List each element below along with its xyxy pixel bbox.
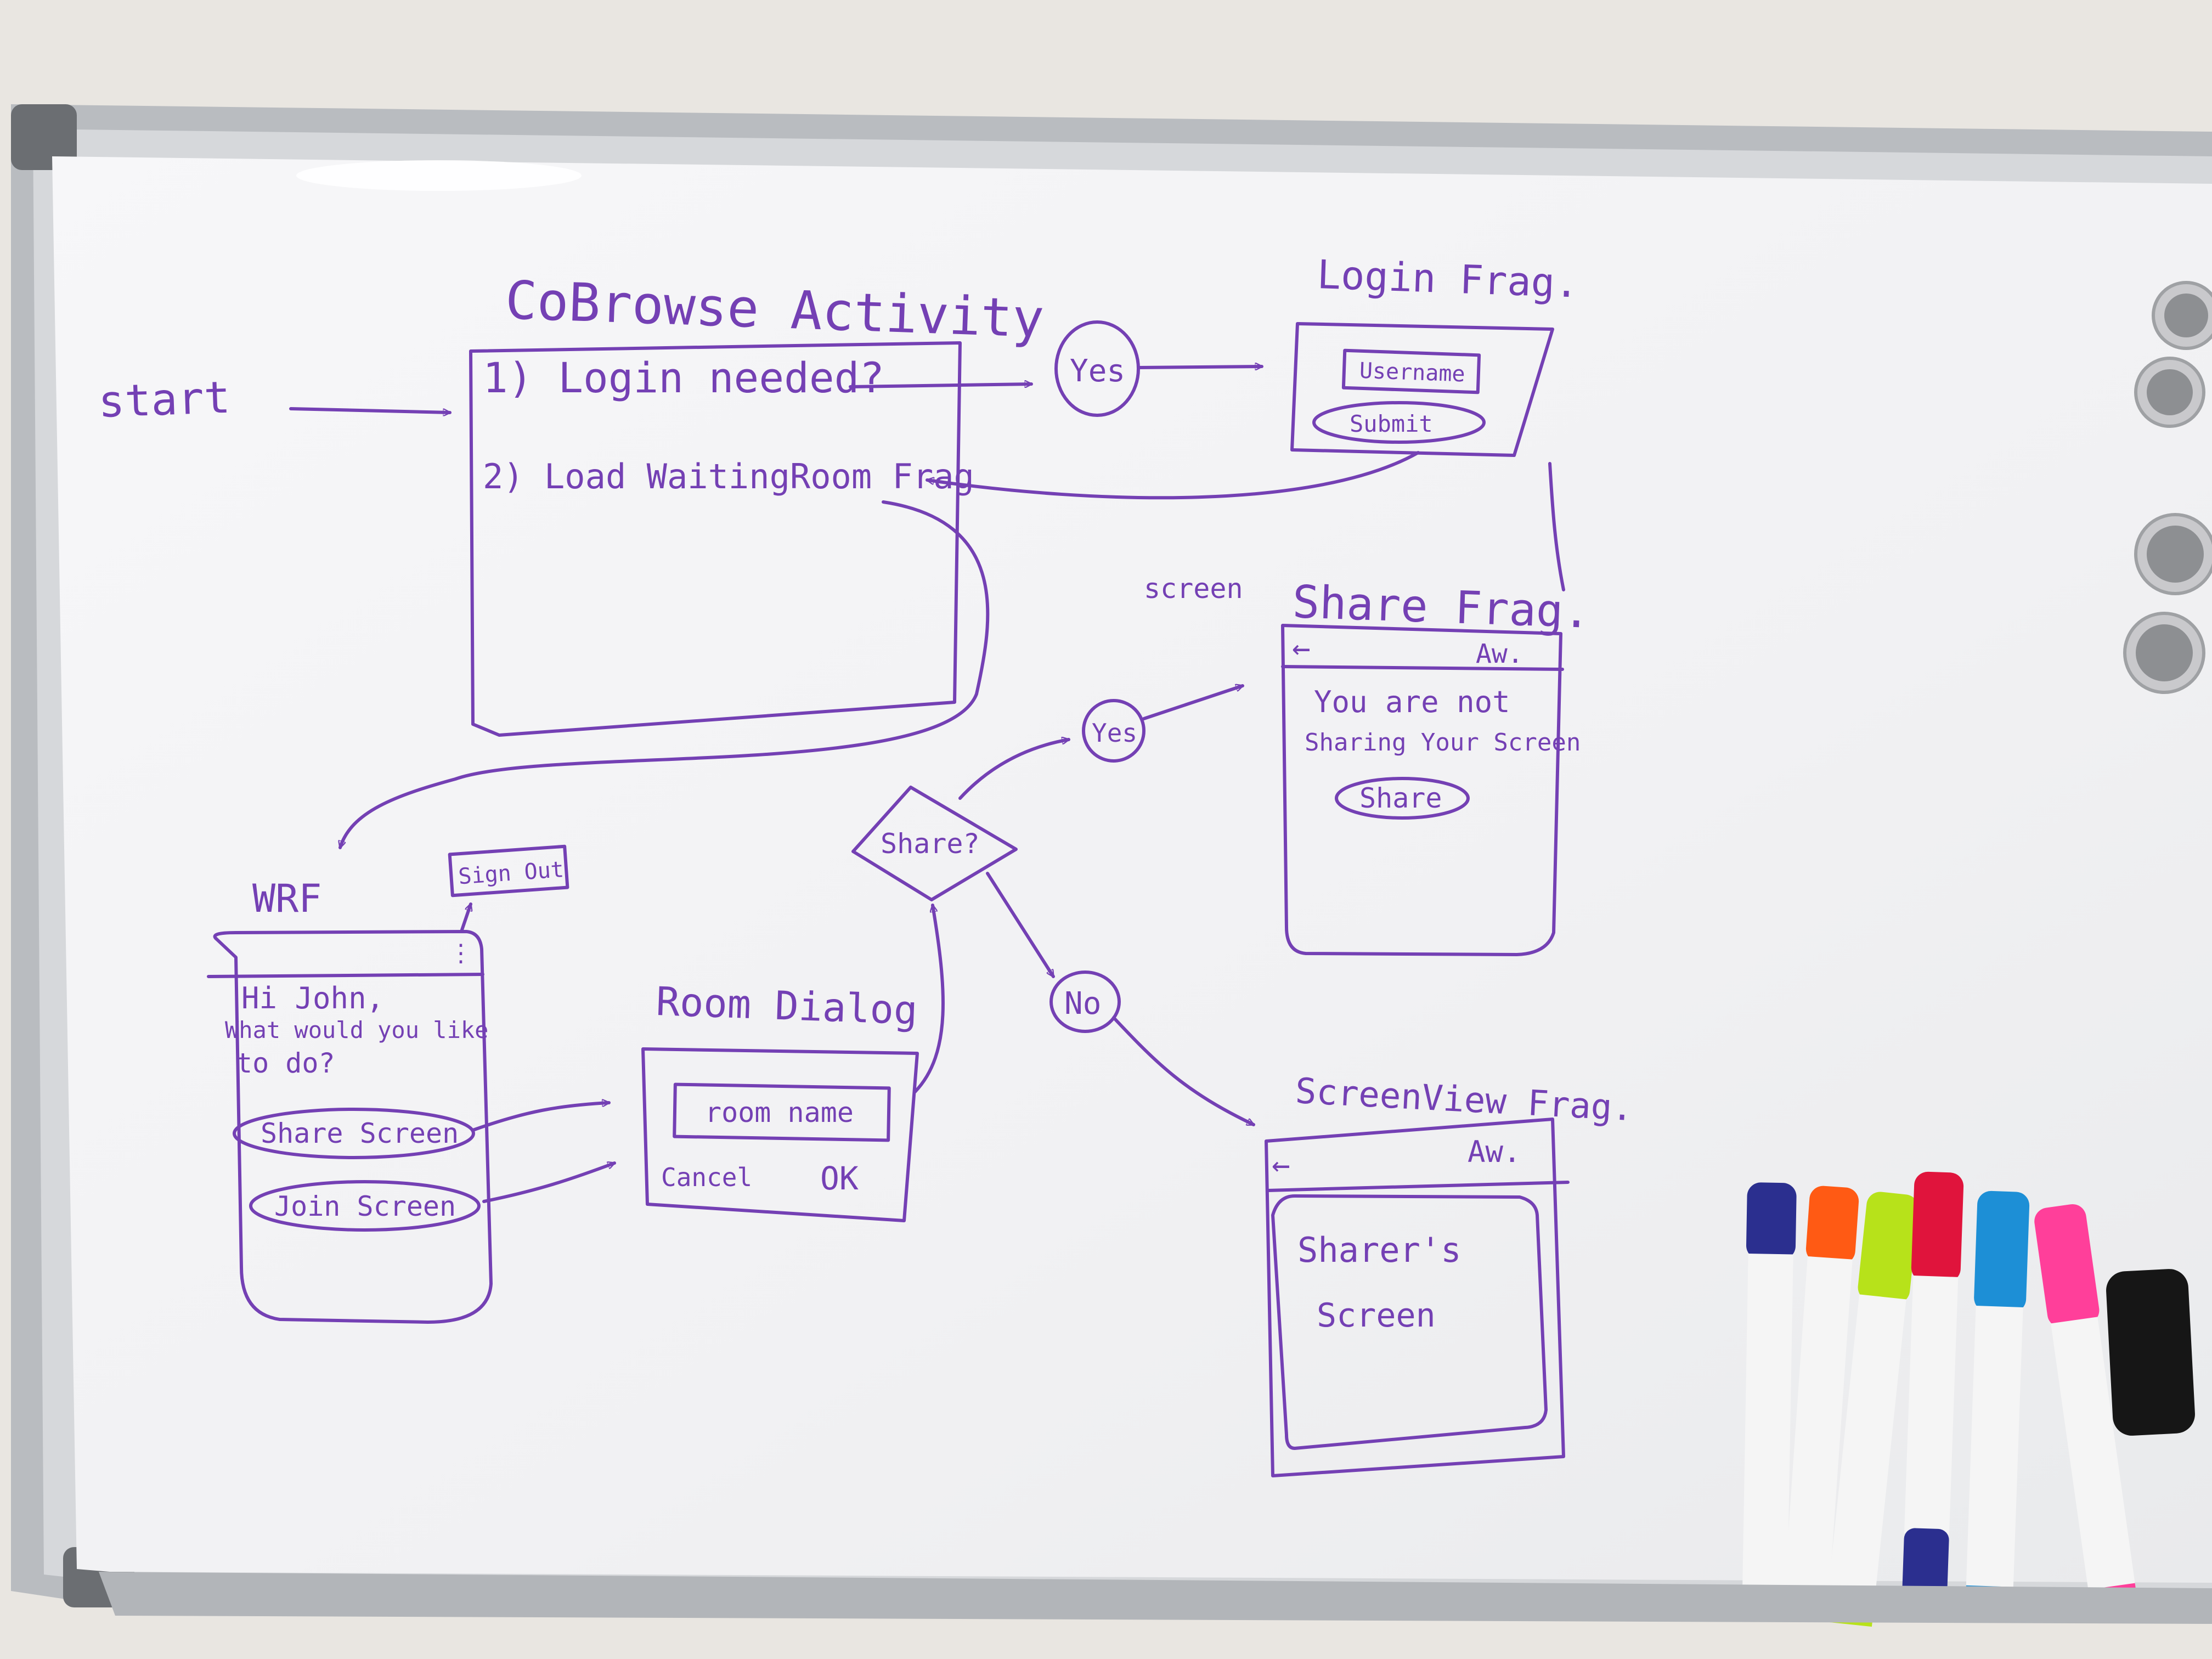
wrf-title: WRF xyxy=(252,876,321,921)
yes-login-label: Yes xyxy=(1070,353,1125,389)
share-message-2: Sharing Your Screen xyxy=(1305,729,1581,757)
start-label: start xyxy=(97,372,231,427)
share-screen-label: Share Screen xyxy=(261,1118,459,1149)
share-back-arrow: ← xyxy=(1292,630,1311,666)
share-button-label: Share xyxy=(1359,782,1442,814)
step2-label: 2) Load WaitingRoom Frag xyxy=(483,456,974,496)
wrf-appbar-line xyxy=(208,974,483,977)
arrow-to-login xyxy=(1138,366,1262,368)
yes-share-label: Yes xyxy=(1092,718,1137,748)
screenview-back-arrow: ← xyxy=(1272,1147,1290,1183)
share-decision-label: Share? xyxy=(881,828,980,860)
eraser xyxy=(2105,1268,2196,1436)
wrf-greeting: Hi John, xyxy=(241,981,384,1015)
share-appbar-text: Aw. xyxy=(1476,639,1523,669)
join-screen-label: Join Screen xyxy=(274,1190,456,1222)
screenview-appbar-text: Aw. xyxy=(1468,1135,1521,1169)
share-message-1: You are not xyxy=(1314,685,1510,719)
wrf-question-2: to do? xyxy=(236,1047,335,1079)
ok-label: OK xyxy=(820,1160,859,1197)
submit-label: Submit xyxy=(1350,410,1433,437)
cancel-label: Cancel xyxy=(661,1163,752,1192)
room-name-label: room name xyxy=(705,1097,854,1128)
wrf-menu-icon: ⋮ xyxy=(449,939,473,967)
room-dialog-title: Room Dialog xyxy=(655,978,918,1034)
sharers-label-1: Sharer's xyxy=(1297,1230,1462,1270)
username-label: Username xyxy=(1359,358,1465,387)
screen-note: screen xyxy=(1144,573,1243,605)
step1-label: 1) Login needed? xyxy=(483,353,884,402)
no-share-label: No xyxy=(1064,986,1101,1022)
sharers-label-2: Screen xyxy=(1317,1296,1436,1335)
login-frag-title: Login Frag. xyxy=(1316,251,1579,307)
glare xyxy=(296,160,582,191)
wrf-question-1: What would you like xyxy=(225,1017,488,1043)
